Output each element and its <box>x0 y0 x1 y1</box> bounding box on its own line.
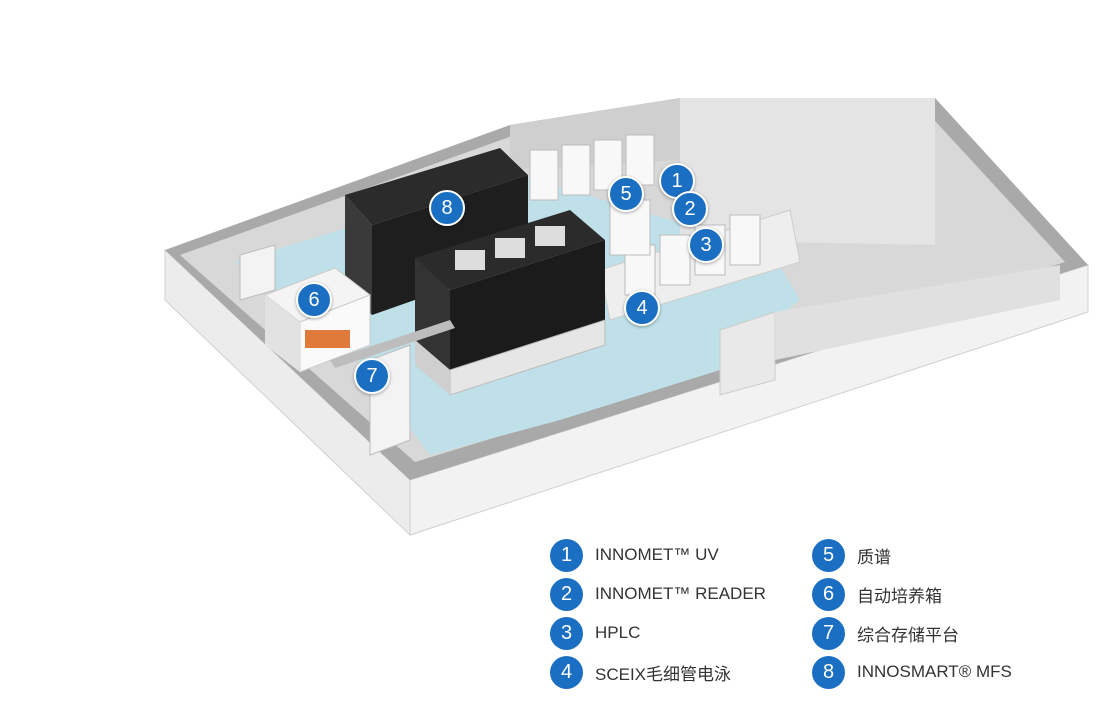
mfs-unit-back-top <box>345 148 528 225</box>
instrument-cabinets <box>529 134 761 296</box>
legend-badge: 1 <box>550 538 583 572</box>
legend-badge: 6 <box>812 577 845 611</box>
mfs-unit-windows <box>455 226 565 270</box>
conveyor <box>330 320 455 368</box>
partition-wall <box>719 311 776 396</box>
legend-badge: 3 <box>550 616 583 650</box>
legend-label: INNOMET™ READER <box>595 584 766 603</box>
marker-2[interactable]: 2 <box>672 191 708 227</box>
legend-item: 2 INNOMET™ READER <box>550 577 766 611</box>
legend-label: 自动培养箱 <box>857 586 942 606</box>
legend-label: HPLC <box>595 623 641 642</box>
marker-4[interactable]: 4 <box>624 290 660 326</box>
incubator-tray <box>305 330 350 348</box>
legend-label: INNOSMART® MFS <box>857 662 1012 681</box>
incubator-side <box>265 295 300 372</box>
partition-wall-2 <box>775 265 1060 360</box>
legend-item: 6 自动培养箱 <box>812 577 942 611</box>
legend-item: 8 INNOSMART® MFS <box>812 655 1012 689</box>
mfs-unit-front <box>450 240 605 370</box>
legend-label: SCEIX毛细管电泳 <box>595 664 732 684</box>
storage-rack-left <box>239 244 276 301</box>
back-wall-right <box>680 98 935 245</box>
mfs-unit-back-front <box>372 175 528 315</box>
marker-7[interactable]: 7 <box>354 358 390 394</box>
legend-item: 4 SCEIX毛细管电泳 <box>550 655 731 689</box>
mfs-unit-side <box>415 258 450 370</box>
marker-3[interactable]: 3 <box>688 227 724 263</box>
mfs-unit-base-side <box>415 340 450 395</box>
legend-item: 7 综合存储平台 <box>812 616 959 650</box>
legend-badge: 2 <box>550 577 583 611</box>
legend-badge: 7 <box>812 616 845 650</box>
legend-badge: 4 <box>550 655 583 689</box>
legend-item: 5 质谱 <box>812 538 891 572</box>
legend-badge: 8 <box>812 655 845 689</box>
marker-8[interactable]: 8 <box>429 190 465 226</box>
legend-item: 1 INNOMET™ UV <box>550 538 719 572</box>
legend-label: 综合存储平台 <box>857 625 959 645</box>
legend-label: INNOMET™ UV <box>595 545 719 564</box>
legend-item: 3 HPLC <box>550 616 640 650</box>
legend-badge: 5 <box>812 538 845 572</box>
marker-5[interactable]: 5 <box>608 176 644 212</box>
marker-6[interactable]: 6 <box>296 282 332 318</box>
legend-label: 质谱 <box>857 547 891 567</box>
